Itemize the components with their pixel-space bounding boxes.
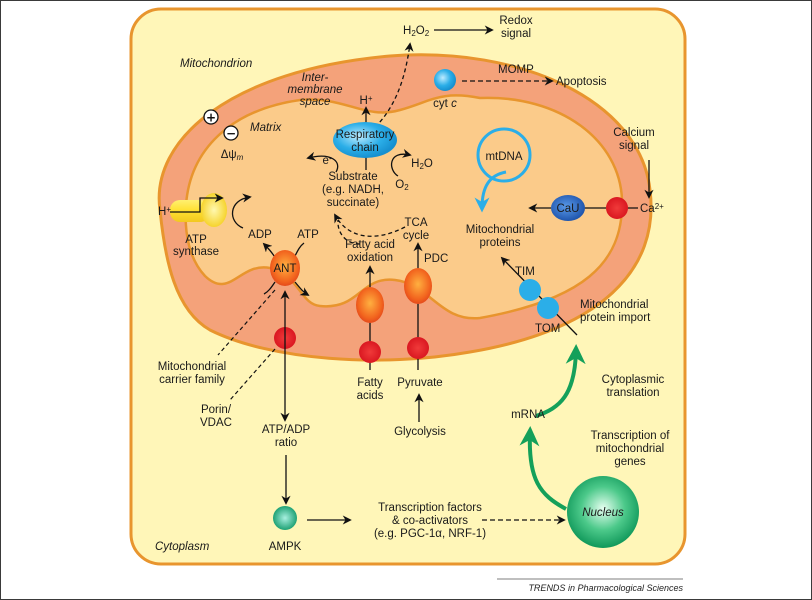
cyto-translation-label-line1: Cytoplasmic (602, 374, 665, 386)
atp-adp-ratio-label-line1: ATP/ADP (262, 424, 311, 436)
porin-label-line2: VDAC (200, 417, 232, 429)
ant-adp-in-line (263, 281, 276, 295)
nucleus (567, 476, 639, 548)
pyruvate-outer-carrier (407, 337, 429, 359)
ampk-kinase (273, 506, 297, 530)
tom-label: TOM (535, 323, 560, 335)
mtdna-expression-arrow (474, 170, 507, 213)
atp-synthase-label-line2: synthase (173, 246, 219, 258)
apoptosis-label: Apoptosis (556, 76, 607, 88)
cyto-translation-label-line2: translation (606, 387, 659, 399)
mito-proteins-label-line2: proteins (480, 237, 521, 249)
tom-complex (537, 297, 559, 319)
fatty-acids-label-line1: Fatty (357, 377, 383, 389)
mrna-label: mRNA (511, 409, 545, 421)
calcium-signal-label-line1: Calcium (613, 127, 655, 139)
tf-label-line2: & co-activators (392, 515, 468, 527)
membrane-potential-label: Δψm (221, 149, 244, 162)
oxygen-label: O2 (395, 179, 409, 192)
tca-to-substrate-dashed-arrow (334, 213, 406, 237)
substrate-label-line3: succinate) (327, 197, 380, 209)
tca-label-line2: cycle (403, 230, 429, 242)
transcription-label-line3: genes (614, 456, 646, 468)
momp-label: MOMP (498, 64, 534, 76)
pyruvate-label: Pyruvate (397, 377, 442, 389)
tim-complex (519, 279, 541, 301)
tf-label-line3: (e.g. PGC-1α, NRF-1) (374, 528, 486, 540)
calcium-ion-label: Ca2+ (640, 202, 664, 215)
porin-label-line1: Porin/ (201, 404, 232, 416)
atp-synthase-label-line1: ATP (185, 234, 207, 246)
cytochrome-c-protein (434, 69, 456, 91)
fao-label-line1: Fatty acid (345, 239, 395, 251)
ant-atp-line (294, 242, 305, 257)
plus-charge-icon (203, 109, 219, 125)
adp-to-atp-arrow (231, 193, 252, 229)
tim-label: TIM (515, 266, 535, 278)
minus-charge-sign: − (226, 127, 236, 141)
cpt-carrier (356, 287, 384, 323)
substrate-label-line1: Substrate (328, 171, 377, 183)
adp-label: ADP (248, 229, 272, 241)
minus-charge-icon (223, 125, 239, 141)
respiratory-chain-label-line1: Respiratory (336, 129, 395, 141)
carrier-family-dashed-pointer (217, 289, 276, 356)
proton-in-label: H+ (158, 205, 171, 218)
fao-to-substrate-dashed-arrow (337, 219, 361, 245)
redox-signal-label-line1: Redox (499, 15, 532, 27)
fao-label-line2: oxidation (347, 252, 393, 264)
intermembrane-label-line3: space (300, 96, 331, 108)
proton-flow-arrow (170, 193, 224, 213)
pdc-complex (404, 268, 432, 304)
respiratory-chain-complex (333, 122, 397, 158)
protein-import-path (500, 256, 578, 336)
porin-dashed-pointer (229, 348, 276, 401)
ampk-label: AMPK (269, 541, 302, 553)
translation-green-arrow (535, 344, 586, 418)
mito-proteins-label-line1: Mitochondrial (466, 224, 534, 236)
fatty-acid-outer-carrier (359, 341, 381, 363)
atp-label: ATP (297, 229, 319, 241)
fatty-acids-label-line2: acids (357, 390, 384, 402)
transcription-green-arrow (519, 426, 567, 511)
redox-signal-label-line2: signal (501, 28, 531, 40)
pdc-label: PDC (424, 253, 448, 265)
cytoplasm-label: Cytoplasm (155, 541, 210, 553)
atp-adp-ratio-label-line2: ratio (275, 437, 297, 449)
journal-credit: TRENDS in Pharmacological Sciences (528, 583, 683, 593)
electron-transfer-arrow (306, 151, 339, 173)
ant-label: ANT (274, 263, 297, 275)
cyt-c-label: cyt c (433, 98, 457, 110)
nucleus-label: Nucleus (582, 507, 624, 519)
respiratory-chain-label-line2: chain (351, 142, 379, 154)
carrier-family-label-line2: carrier family (159, 374, 225, 386)
transcription-label-line2: mitochondrial (596, 443, 664, 455)
water-label: H2O (411, 158, 433, 171)
matrix-label: Matrix (250, 122, 283, 134)
intermembrane-label-line2: membrane (288, 84, 343, 96)
mtdna-label: mtDNA (485, 151, 522, 163)
protein-import-label-line1: Mitochondrial (580, 299, 648, 311)
cau-label: CaU (556, 203, 579, 215)
ant-atp-out-arrow (294, 281, 310, 296)
substrate-label-line2: (e.g. NADH, (322, 184, 384, 196)
ant-transporter (270, 250, 300, 286)
calcium-signal-label-line2: signal (619, 140, 649, 152)
calcium-uniporter (551, 195, 585, 221)
transcription-label-line1: Transcription of (591, 430, 671, 442)
tca-label-line1: TCA (405, 217, 428, 229)
tf-label-line1: Transcription factors (378, 502, 482, 514)
intermembrane-label-line1: Inter- (302, 72, 329, 84)
carrier-family-label-line1: Mitochondrial (158, 361, 226, 373)
mitochondrion-label: Mitochondrion (180, 58, 252, 70)
h2o2-label: H2O2 (403, 25, 430, 38)
glycolysis-label: Glycolysis (394, 426, 446, 438)
electron-label: e- (322, 154, 331, 167)
mtdna-circle (476, 127, 532, 183)
oxygen-reduction-arrow (390, 148, 412, 177)
calcium-channel-outer (606, 197, 628, 219)
protein-import-label-line2: protein import (580, 312, 651, 324)
proton-pumped-label: H+ (360, 94, 373, 107)
plus-charge-sign: + (206, 111, 216, 125)
